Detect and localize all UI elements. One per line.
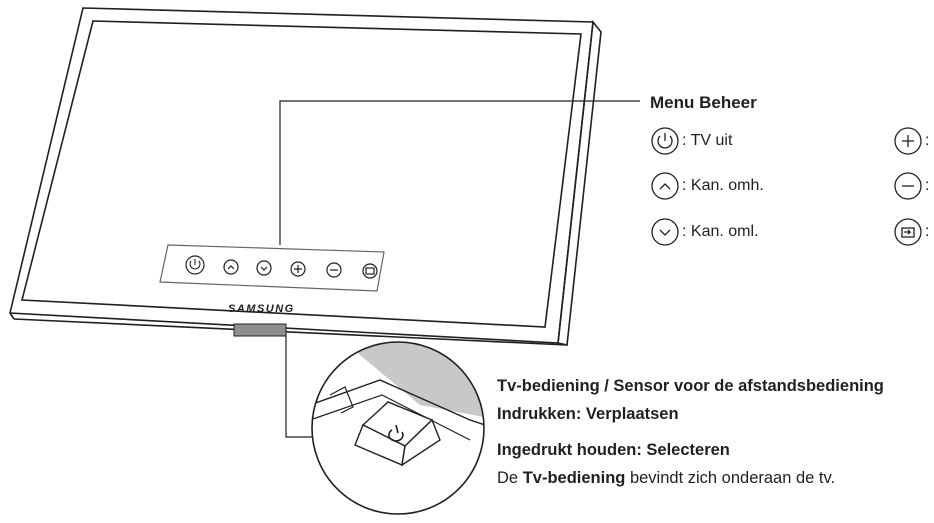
controller-press: Indrukken: Verplaatsen bbox=[497, 405, 679, 423]
controller-hold: Ingedrukt houden: Selecteren bbox=[497, 441, 730, 459]
panel-minus-icon bbox=[326, 262, 342, 278]
label-channel-up: : Kan. omh. bbox=[682, 177, 764, 194]
tv-frame bbox=[8, 7, 602, 346]
sensor-box bbox=[233, 323, 287, 337]
legend-chevron-down-icon bbox=[651, 218, 679, 246]
legend-power-icon bbox=[651, 127, 679, 155]
panel-plus-icon bbox=[290, 261, 306, 277]
zoom-callout bbox=[312, 342, 484, 514]
panel-down-icon bbox=[256, 260, 272, 276]
controller-title: Tv-bediening / Sensor voor de afstandsbe… bbox=[497, 377, 884, 395]
legend-plus-icon bbox=[894, 127, 922, 155]
location-prefix: De bbox=[497, 469, 523, 487]
sensor-leader-line bbox=[285, 334, 318, 438]
legend-chevron-up-icon bbox=[651, 172, 679, 200]
label-source: : bbox=[925, 223, 930, 240]
label-tv-off: : TV uit bbox=[682, 132, 733, 149]
label-channel-down: : Kan. oml. bbox=[682, 223, 759, 240]
control-panel bbox=[159, 244, 385, 292]
location-suffix: bevindt zich onderaan de tv. bbox=[625, 469, 836, 487]
brand-logo: SAMSUNG bbox=[228, 303, 295, 315]
panel-source-icon bbox=[362, 263, 378, 279]
menu-leader-line bbox=[279, 100, 640, 245]
zoom-callout-border bbox=[311, 341, 485, 515]
legend-source-icon bbox=[894, 218, 922, 246]
controller-location: De Tv-bediening bevindt zich onderaan de… bbox=[497, 469, 835, 488]
legend-minus-icon bbox=[894, 172, 922, 200]
panel-up-icon bbox=[223, 259, 239, 275]
panel-power-icon bbox=[185, 255, 205, 275]
label-volume-down: : bbox=[925, 177, 930, 194]
label-volume-up: : bbox=[925, 132, 930, 149]
location-bold: Tv-bediening bbox=[522, 469, 626, 487]
menu-title: Menu Beheer bbox=[650, 93, 757, 112]
